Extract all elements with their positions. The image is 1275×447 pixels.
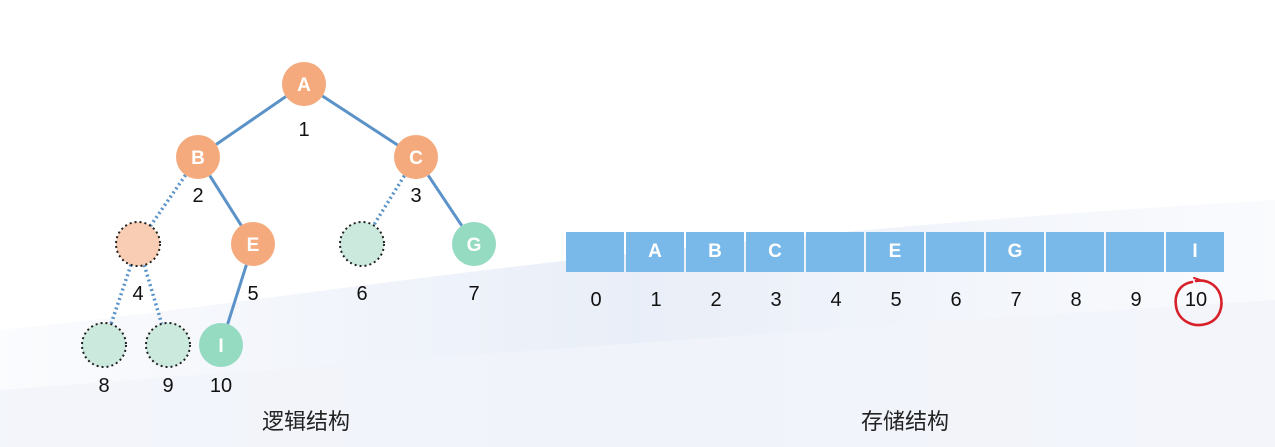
- tree-edge-n4-n8: [109, 264, 133, 325]
- tree-node-5: [231, 222, 275, 266]
- tree-node-label-3: C: [409, 148, 423, 169]
- tree-node-index-3: 3: [410, 185, 421, 207]
- tree-node-2: [176, 135, 220, 179]
- tree-node-8: [81, 322, 127, 368]
- tree-node-label-10: I: [218, 336, 223, 357]
- tree-node-7: [452, 222, 496, 266]
- tree-node-label-2: B: [191, 148, 205, 169]
- tree-edge-n1-n3: [321, 94, 399, 147]
- tree-edge-n1-n2: [215, 95, 287, 146]
- tree-edge-n2-n5: [208, 174, 243, 227]
- array-index-7: 7: [1010, 289, 1022, 311]
- array-index-6: 6: [950, 289, 962, 311]
- tree-node-index-5: 5: [247, 283, 258, 305]
- array-index-10: 10: [1184, 289, 1208, 311]
- binary-tree-diagram: A 1B 2 C 3 4 E 5 6 G 7 8 9 I 10: [81, 62, 496, 397]
- array-index-8: 8: [1070, 289, 1082, 311]
- array-index-5: 5: [890, 289, 902, 311]
- tree-node-label-1: A: [297, 75, 311, 96]
- tree-node-index-10: 10: [210, 375, 232, 397]
- array-cell-9: [1106, 232, 1164, 272]
- handwritten-circle-mark: [1174, 277, 1223, 327]
- array-index-0: 0: [590, 289, 602, 311]
- caption-logical-structure: 逻辑结构: [262, 410, 351, 435]
- array-cell-4: [806, 232, 864, 272]
- array-index-2: 2: [710, 289, 722, 311]
- array-cell-5: E: [866, 232, 924, 272]
- tree-edge-n3-n6: [372, 174, 406, 227]
- array-indices: 0 1 2 3 4 5 6 7 8 9 10: [566, 289, 1226, 312]
- tree-node-3: [394, 135, 438, 179]
- caption-storage-structure: 存储结构: [861, 410, 950, 435]
- tree-node-index-1: 1: [298, 119, 309, 141]
- array-index-1: 1: [650, 289, 662, 311]
- tree-edge-n5-n10: [226, 264, 248, 325]
- array-cell-8: [1046, 232, 1104, 272]
- tree-edge-n4-n9: [142, 264, 164, 325]
- tree-node-index-4: 4: [132, 283, 143, 305]
- array-cell-2: B: [686, 232, 744, 272]
- tree-node-10: [199, 323, 243, 367]
- tree-node-index-8: 8: [98, 375, 109, 397]
- array-cell-10: I: [1166, 232, 1224, 272]
- array-cell-3: C: [746, 232, 804, 272]
- array-cells: A B C E G I: [566, 232, 1224, 272]
- tree-node-label-7: G: [467, 235, 482, 256]
- tree-node-label-5: E: [247, 235, 260, 256]
- tree-node-6: [339, 221, 385, 267]
- tree-node-4: [115, 221, 161, 267]
- array-index-4: 4: [830, 289, 842, 311]
- array-cell-0: [566, 232, 624, 272]
- tree-node-1: [282, 62, 326, 106]
- tree-node-index-2: 2: [192, 185, 203, 207]
- array-cell-1: A: [626, 232, 684, 272]
- array-cell-6: [926, 232, 984, 272]
- array-cell-7: G: [986, 232, 1044, 272]
- tree-node-index-6: 6: [356, 283, 367, 305]
- array-index-9: 9: [1130, 289, 1142, 311]
- tree-node-9: [145, 322, 191, 368]
- array-index-3: 3: [770, 289, 782, 311]
- tree-edge-n2-n4: [149, 174, 187, 227]
- tree-edge-n3-n7: [426, 174, 464, 227]
- tree-node-index-7: 7: [468, 283, 479, 305]
- tree-node-index-9: 9: [162, 375, 173, 397]
